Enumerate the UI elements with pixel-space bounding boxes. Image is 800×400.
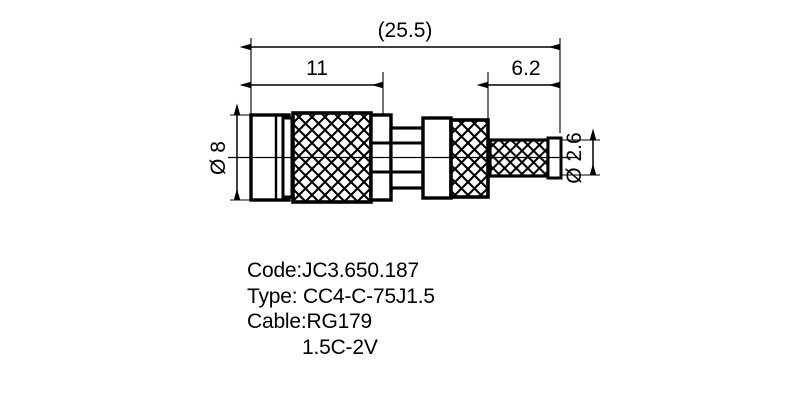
part-cable-label: Cable:RG179 [247, 310, 373, 333]
connector-body [228, 111, 578, 204]
part-cable-spec-label: 1.5C-2V [302, 335, 378, 359]
part-info-block: Code:JC3.650.187 Type: CC4-C-75J1.5 Cabl… [247, 258, 567, 360]
dimension-crimp-length: 6.2 [476, 57, 561, 89]
dimension-body-length-label: 11 [306, 57, 328, 80]
dimension-crimp-length-label: 6.2 [511, 57, 540, 80]
part-type-label: Type: CC4-C-75J1.5 [247, 284, 435, 308]
dimension-body-diameter-label: Ø 8 [207, 141, 230, 175]
part-code-label: Code:JC3.650.187 [247, 259, 419, 282]
dimension-overall-length: (25.5) [239, 19, 561, 51]
rear-knurled-ring [449, 118, 490, 199]
dimension-body-length: 11 [239, 57, 384, 89]
dimension-overall-length-label: (25.5) [378, 19, 433, 42]
